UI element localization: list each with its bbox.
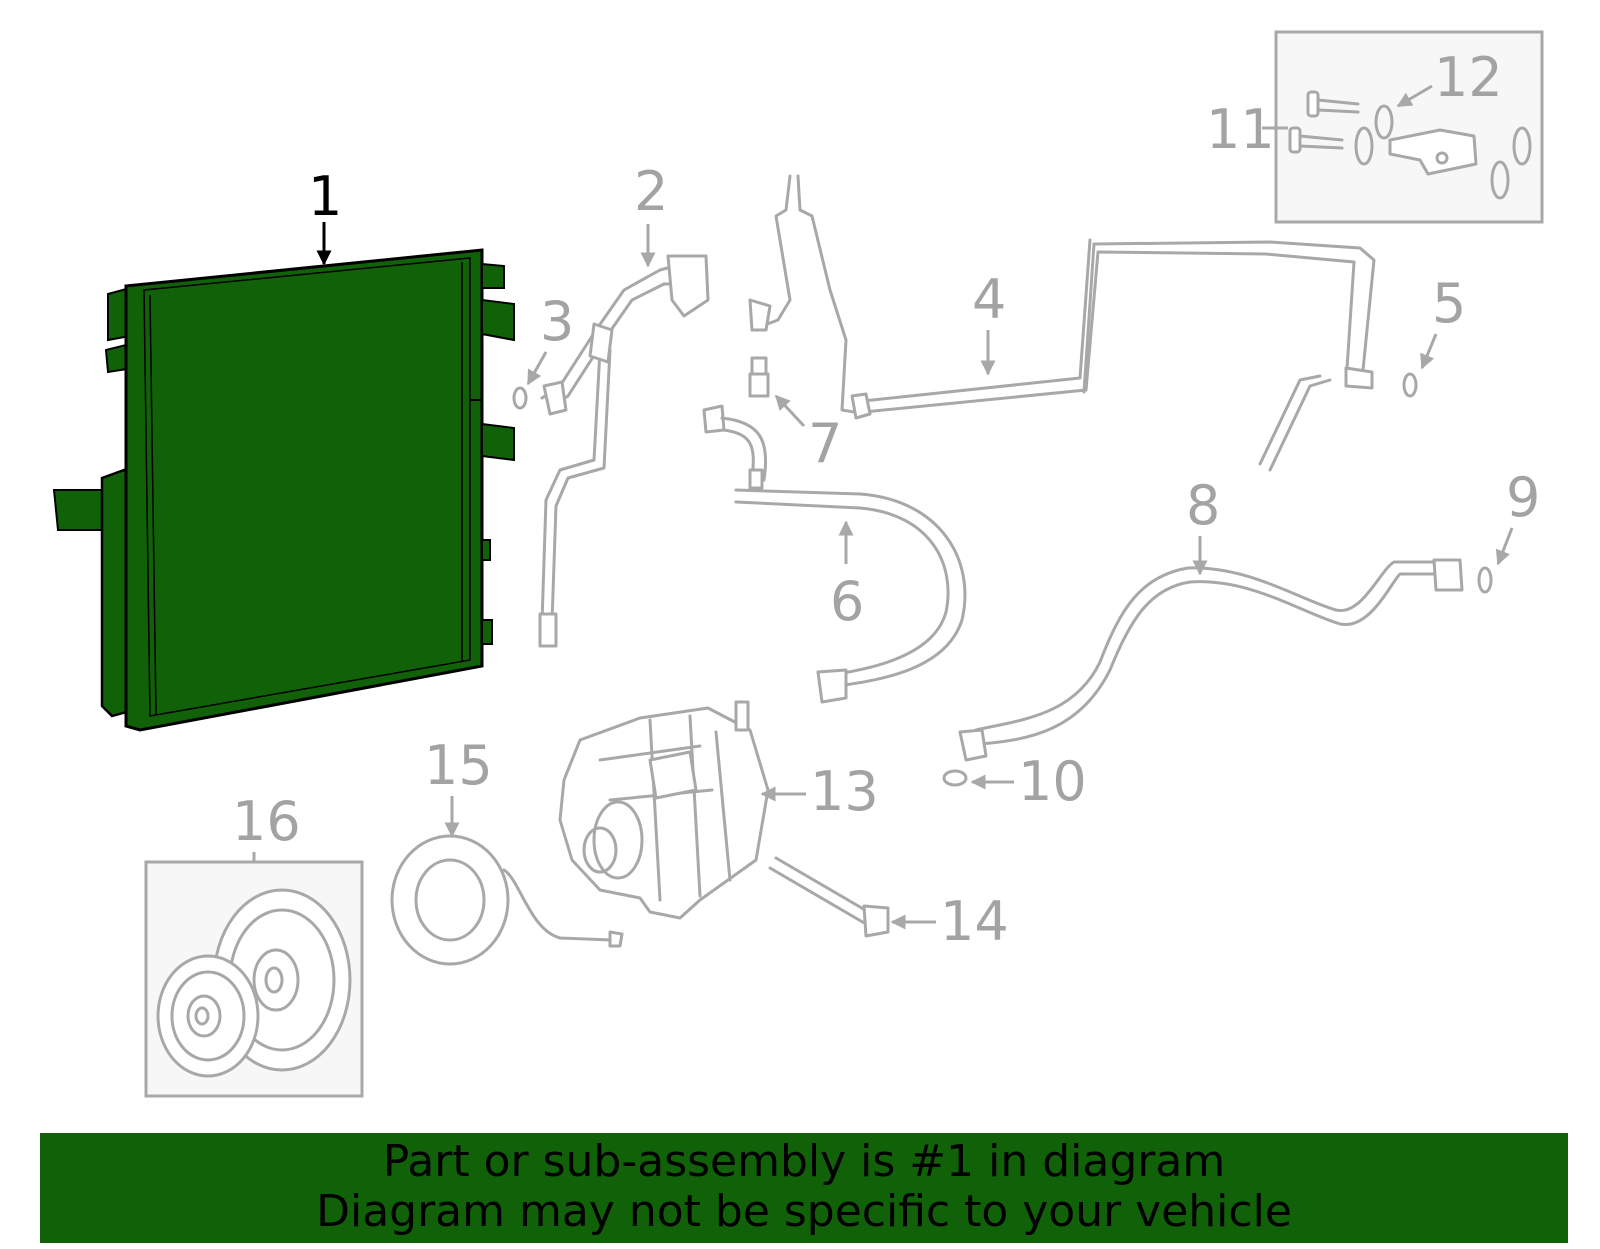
inset-box-parts-11-12: 11 12 xyxy=(1206,30,1544,224)
o-ring-part-10[interactable] xyxy=(942,769,968,787)
banner-line-2: Diagram may not be specific to your vehi… xyxy=(316,1186,1292,1237)
callout-8: 8 xyxy=(1186,474,1220,537)
callout-4: 4 xyxy=(972,268,1006,331)
callout-1: 1 xyxy=(308,165,342,228)
callout-16: 16 xyxy=(232,790,301,853)
bolt-part-14[interactable] xyxy=(768,856,890,938)
bolts-part-11[interactable] xyxy=(1288,90,1360,154)
inset-box-part-16 xyxy=(144,860,364,1098)
o-ring-part-5[interactable] xyxy=(1402,372,1418,398)
ac-condenser-part-1[interactable] xyxy=(52,248,515,732)
callout-3: 3 xyxy=(540,290,574,353)
callout-12: 12 xyxy=(1434,46,1503,109)
clutch-assembly-part-16[interactable] xyxy=(156,888,352,1078)
gaskets-part-12[interactable] xyxy=(1354,104,1532,200)
o-ring-part-9[interactable] xyxy=(1477,566,1493,594)
callout-7: 7 xyxy=(808,412,842,475)
compressor-part-13[interactable] xyxy=(558,700,770,920)
pressure-switch-part-7[interactable] xyxy=(748,356,770,398)
callout-10: 10 xyxy=(1018,750,1087,813)
suction-hose-part-8[interactable] xyxy=(958,558,1464,762)
o-ring-part-3[interactable] xyxy=(512,386,528,410)
discharge-line-part-2[interactable] xyxy=(538,254,710,648)
callout-15: 15 xyxy=(424,734,493,797)
callout-9: 9 xyxy=(1506,466,1540,529)
callout-14: 14 xyxy=(940,890,1009,953)
callout-13: 13 xyxy=(810,760,879,823)
liquid-line-part-6[interactable] xyxy=(702,404,967,704)
callout-6: 6 xyxy=(830,570,864,633)
clutch-coil-part-15[interactable] xyxy=(390,834,624,966)
callout-2: 2 xyxy=(634,160,668,223)
suction-line-part-4[interactable] xyxy=(748,174,1376,472)
banner-line-1: Part or sub-assembly is #1 in diagram xyxy=(382,1136,1226,1187)
callout-5: 5 xyxy=(1432,272,1466,335)
info-banner: Part or sub-assembly is #1 in diagram Di… xyxy=(40,1133,1568,1243)
